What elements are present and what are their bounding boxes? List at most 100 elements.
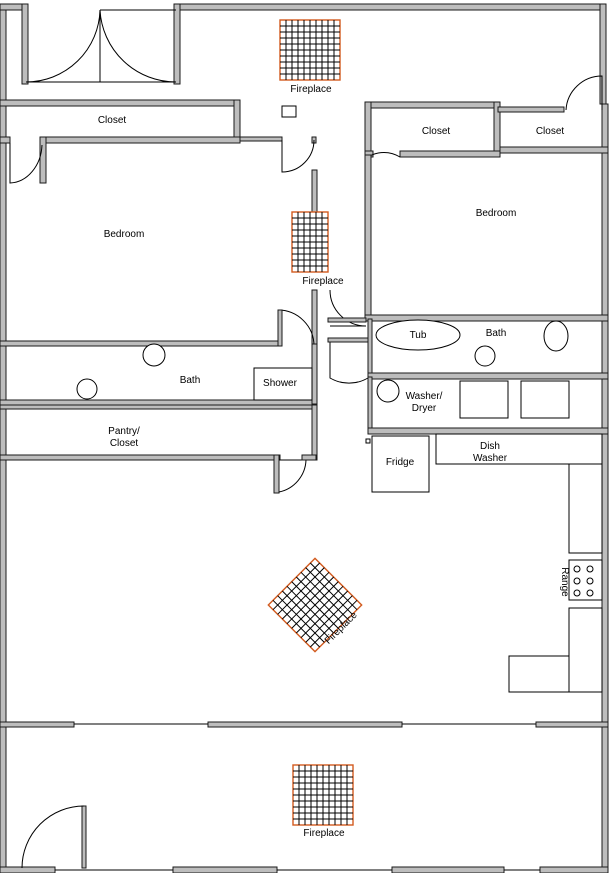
burner bbox=[573, 589, 581, 597]
pantry-door-jamb bbox=[273, 454, 280, 494]
fireplace-living-grid bbox=[267, 557, 363, 653]
closet-right-wall-top bbox=[497, 106, 565, 113]
range-burners bbox=[573, 565, 594, 597]
closet-mid-wall-left bbox=[364, 101, 372, 158]
closet-top-left-door bbox=[9, 143, 43, 184]
bath-left-wall-right bbox=[311, 343, 318, 405]
exterior-wall-bottom-4 bbox=[539, 866, 609, 873]
pantry-wall-right bbox=[311, 404, 318, 461]
pantry-wall-bottom-right bbox=[301, 454, 317, 461]
hearth-grid-line bbox=[305, 567, 353, 615]
porch-wall-3 bbox=[535, 721, 609, 728]
tub-label: Tub bbox=[410, 330, 427, 341]
fireplace-living: Fireplace bbox=[267, 557, 363, 653]
pantry-wall-bottom bbox=[0, 454, 281, 461]
hall-door-1 bbox=[329, 289, 367, 327]
bedroom-right-wall-bottom bbox=[364, 314, 609, 322]
chimney-box bbox=[281, 105, 297, 118]
hall-door-2-jamb bbox=[327, 337, 369, 343]
right-wing: Closet Closet Bedroom Tub Bath Washer/ D… bbox=[327, 75, 609, 435]
exterior-walls bbox=[0, 3, 609, 873]
fireplace-top: Fireplace bbox=[279, 19, 341, 118]
bath-right-label: Bath bbox=[486, 328, 507, 339]
exterior-wall-top-right-corner bbox=[599, 3, 607, 105]
tub-shape bbox=[375, 319, 461, 351]
closet-right-wall-bottom bbox=[499, 146, 609, 154]
entry-door-swing-right bbox=[99, 9, 177, 83]
hearth-grid-line bbox=[291, 581, 339, 629]
burner bbox=[573, 565, 581, 573]
washer-drum bbox=[376, 379, 400, 403]
laundry-wall-bottom bbox=[367, 427, 609, 435]
fireplace-top-label: Fireplace bbox=[290, 84, 332, 95]
exterior-wall-top bbox=[173, 3, 605, 11]
fireplace-bottom-label: Fireplace bbox=[303, 828, 345, 839]
bedroom-right-wall-left bbox=[364, 154, 372, 316]
top-entry bbox=[21, 3, 181, 85]
bottom-door bbox=[21, 805, 87, 869]
bedroom-left-top-wall bbox=[239, 136, 283, 142]
closet-top-left-wall-bottom-stub bbox=[0, 136, 11, 144]
porch-divider bbox=[0, 721, 609, 728]
counter-peninsula bbox=[508, 655, 570, 693]
burner bbox=[586, 589, 594, 597]
pantry-label-2: Closet bbox=[110, 438, 139, 449]
closet-mid-wall-top bbox=[364, 101, 501, 109]
hearth-grid-line bbox=[295, 576, 344, 625]
closet-top-left-wall-right bbox=[233, 99, 241, 141]
dishwasher-label-1: Dish bbox=[480, 441, 500, 452]
kitchen: Fridge Dish Washer Range bbox=[365, 433, 603, 693]
bottom-door-leaf bbox=[81, 805, 87, 869]
bedroom-left-label: Bedroom bbox=[104, 229, 145, 240]
kitchen-post bbox=[365, 438, 371, 444]
closet-top-left-wall-bottom bbox=[41, 136, 241, 144]
closet-mid-door bbox=[367, 151, 401, 190]
washer-label-1: Washer/ bbox=[406, 391, 443, 402]
exterior-wall-left bbox=[0, 3, 7, 873]
bath-right-wall-bottom bbox=[367, 372, 609, 380]
bath-right-sink bbox=[543, 320, 569, 352]
exterior-wall-bottom-1 bbox=[0, 866, 56, 873]
bedroom-left-door-top bbox=[281, 139, 315, 173]
closet-right-door bbox=[565, 75, 603, 111]
closet-right-label: Closet bbox=[536, 126, 565, 137]
fireplace-bottom: Fireplace bbox=[292, 764, 354, 839]
closet-top-left-label: Closet bbox=[98, 115, 127, 126]
hearth-grid-line bbox=[281, 590, 330, 639]
exterior-wall-right bbox=[601, 103, 609, 873]
dishwasher-counter bbox=[435, 433, 603, 465]
burner bbox=[586, 565, 594, 573]
porch-wall-2 bbox=[207, 721, 403, 728]
hearth-grid-line bbox=[309, 562, 358, 611]
bottom-door-swing bbox=[21, 805, 85, 869]
bedroom-right-label: Bedroom bbox=[476, 208, 517, 219]
hearth-grid-line bbox=[286, 585, 335, 634]
shower-box bbox=[253, 367, 313, 401]
fireplace-top-grid bbox=[279, 19, 341, 81]
hearth-grid-line bbox=[300, 571, 349, 620]
bath-left-label: Bath bbox=[180, 375, 201, 386]
appliance-box-1 bbox=[459, 380, 509, 419]
pantry-wall-top bbox=[0, 404, 317, 410]
hall-door-2 bbox=[329, 340, 369, 384]
left-wing: Closet Bedroom Shower Bath Pantry/ Close… bbox=[0, 99, 318, 494]
bath-right-toilet bbox=[474, 345, 496, 367]
entry-wall-right bbox=[173, 3, 181, 85]
appliance-box-2 bbox=[520, 380, 570, 419]
burner bbox=[586, 577, 594, 585]
hearth-grid-line bbox=[272, 599, 321, 648]
fireplace-living-rotated bbox=[267, 557, 363, 653]
bath-right-wall-left bbox=[367, 318, 373, 378]
bath-left-toilet bbox=[76, 378, 98, 400]
bath-left-wall-top bbox=[0, 340, 283, 347]
closet-door-jamb bbox=[39, 136, 47, 184]
fireplace-bottom-grid bbox=[292, 764, 354, 826]
bath-left-wall-bottom bbox=[0, 399, 317, 406]
exterior-wall-bottom-2 bbox=[172, 866, 278, 873]
dishwasher-label-2: Washer bbox=[473, 453, 508, 464]
shower-label: Shower bbox=[263, 378, 298, 389]
porch-wall-1 bbox=[0, 721, 75, 728]
entry-wall-left bbox=[21, 3, 29, 85]
